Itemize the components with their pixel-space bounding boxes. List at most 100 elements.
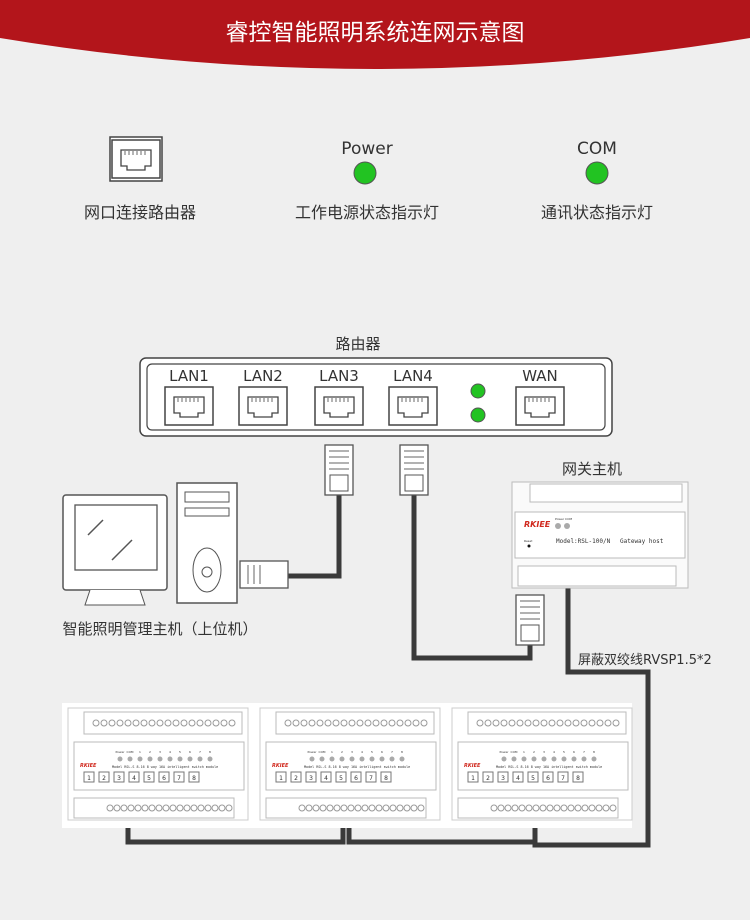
computer: [62, 482, 289, 606]
status-led-icon: [389, 756, 395, 762]
svg-text:6: 6: [354, 775, 358, 782]
svg-text:7: 7: [177, 775, 181, 782]
status-led-icon: [127, 756, 133, 762]
svg-text:8: 8: [593, 750, 595, 754]
svg-text:COM: COM: [318, 750, 325, 754]
svg-text:LAN2: LAN2: [243, 367, 283, 385]
svg-text:工作电源状态指示灯: 工作电源状态指示灯: [295, 203, 439, 222]
lan3-plug-icon: [324, 444, 354, 496]
status-led-icon: [511, 756, 517, 762]
status-led-icon: [207, 756, 213, 762]
svg-text:3: 3: [543, 750, 545, 754]
svg-text:5: 5: [339, 775, 343, 782]
router: LAN1 LAN2 LAN3 LAN4 WAN: [139, 357, 613, 437]
svg-text:1: 1: [139, 750, 141, 754]
svg-text:Power COM: Power COM: [555, 517, 572, 521]
status-led-icon: [197, 756, 203, 762]
status-led-icon: [117, 756, 123, 762]
header-banner: [0, 0, 750, 69]
status-led-icon: [187, 756, 193, 762]
legend-power-led: Power 工作电源状态指示灯: [295, 139, 439, 222]
svg-text:Model RSL-S 8.16 8 way 16A in: Model RSL-S 8.16 8 way 16A intelligent s…: [304, 765, 410, 769]
svg-text:网口连接路由器: 网口连接路由器: [84, 203, 196, 222]
page-title: 睿控智能照明系统连网示意图: [226, 20, 525, 46]
svg-text:1: 1: [523, 750, 525, 754]
svg-text:5: 5: [147, 775, 151, 782]
svg-text:WAN: WAN: [522, 367, 558, 385]
lan2-port-icon: [238, 386, 288, 426]
svg-text:8: 8: [384, 775, 388, 782]
status-led-icon: [561, 756, 567, 762]
power-led-icon: [353, 161, 377, 185]
cable-label: 屏蔽双绞线RVSP1.5*2: [578, 652, 712, 668]
status-led-icon: [339, 756, 345, 762]
channel-button: [128, 771, 140, 783]
status-led-icon: [591, 756, 597, 762]
router-label: 路由器: [335, 335, 380, 353]
svg-text:5: 5: [563, 750, 565, 754]
svg-text:4: 4: [324, 775, 328, 782]
svg-text:6: 6: [162, 775, 166, 782]
status-led-icon: [551, 756, 557, 762]
svg-text:2: 2: [486, 775, 490, 782]
status-led-icon: [531, 756, 537, 762]
channel-button: [497, 771, 509, 783]
svg-text:1: 1: [331, 750, 333, 754]
channel-button: [380, 771, 392, 783]
status-led-icon: [399, 756, 405, 762]
channel-button: [83, 771, 95, 783]
svg-text:6: 6: [189, 750, 191, 754]
status-led-icon: [571, 756, 577, 762]
svg-text:5: 5: [371, 750, 373, 754]
svg-text:7: 7: [391, 750, 393, 754]
status-led-icon: [581, 756, 587, 762]
gateway-plug-icon: [515, 594, 545, 646]
svg-text:通讯状态指示灯: 通讯状态指示灯: [541, 203, 653, 222]
svg-text:7: 7: [583, 750, 585, 754]
svg-text:LAN3: LAN3: [319, 367, 359, 385]
svg-text:2: 2: [341, 750, 343, 754]
svg-text:2: 2: [149, 750, 151, 754]
channel-button: [275, 771, 287, 783]
gateway-label: 网关主机: [562, 460, 622, 478]
channel-button: [113, 771, 125, 783]
svg-text:7: 7: [561, 775, 565, 782]
lan1-port-icon: [164, 386, 214, 426]
status-led-icon: [541, 756, 547, 762]
status-led-icon: [369, 756, 375, 762]
lan4-port-icon: [388, 386, 438, 426]
status-led-icon: [359, 756, 365, 762]
channel-button: [350, 771, 362, 783]
svg-text:Power: Power: [341, 139, 392, 159]
channel-button: [512, 771, 524, 783]
lan3-port-icon: [314, 386, 364, 426]
svg-text:8: 8: [192, 775, 196, 782]
channel-button: [365, 771, 377, 783]
svg-text:COM: COM: [126, 750, 133, 754]
lan4-plug-icon: [399, 444, 429, 496]
channel-button: [572, 771, 584, 783]
status-led-icon: [501, 756, 507, 762]
router-led-icon: [470, 407, 486, 423]
cables: [125, 495, 651, 848]
svg-text:5: 5: [179, 750, 181, 754]
svg-text:3: 3: [117, 775, 121, 782]
svg-text:Power: Power: [115, 750, 125, 754]
svg-text:2: 2: [294, 775, 298, 782]
svg-text:RKIEE: RKIEE: [272, 763, 289, 769]
status-led-icon: [329, 756, 335, 762]
status-led-icon: [379, 756, 385, 762]
svg-text:4: 4: [516, 775, 520, 782]
channel-button: [527, 771, 539, 783]
svg-text:1: 1: [279, 775, 283, 782]
status-led-icon: [137, 756, 143, 762]
com-led-icon: [585, 161, 609, 185]
svg-text:3: 3: [501, 775, 505, 782]
svg-text:6: 6: [546, 775, 550, 782]
status-led-icon: [319, 756, 325, 762]
status-led-icon: [521, 756, 527, 762]
computer-label: 智能照明管理主机（上位机）: [62, 620, 257, 638]
status-led-icon: [177, 756, 183, 762]
